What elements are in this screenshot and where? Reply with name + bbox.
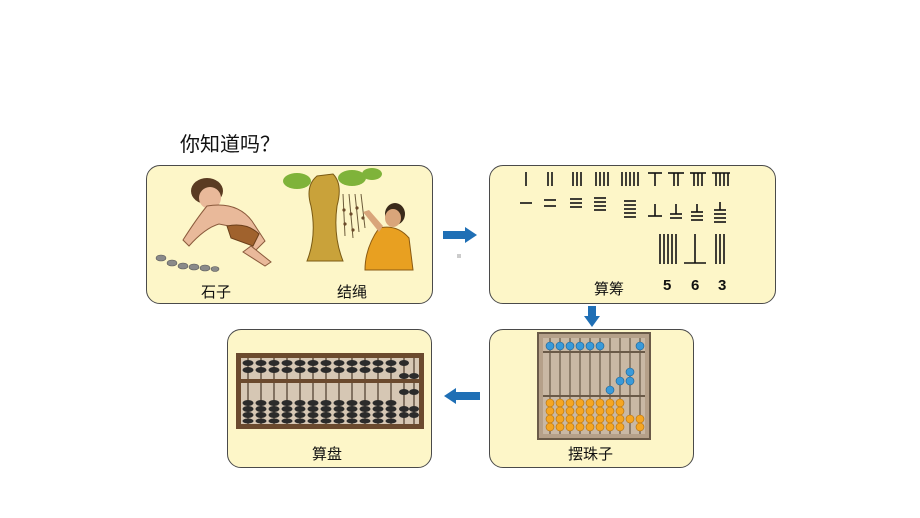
abacus-illustration <box>236 353 424 429</box>
label-rope: 结绳 <box>337 283 368 301</box>
digit-6: 6 <box>691 277 700 294</box>
digit-5: 5 <box>663 277 672 294</box>
arrow-right-icon <box>443 227 477 243</box>
label-stones: 石子 <box>201 283 232 301</box>
panel-counting-rods: 算筹 5 6 3 <box>489 165 776 304</box>
counting-rods-illustration <box>520 172 730 264</box>
panel-beads: 摆珠子 <box>489 329 694 468</box>
label-counting-rods: 算筹 <box>594 280 625 298</box>
dot-marker <box>457 254 461 258</box>
tree-with-ropes <box>283 168 382 262</box>
digit-3: 3 <box>718 277 727 294</box>
label-abacus: 算盘 <box>312 445 343 463</box>
question-title: 你知道吗？ <box>180 132 280 156</box>
panel-stones-rope: 石子 结绳 <box>146 165 433 304</box>
label-beads: 摆珠子 <box>568 445 614 463</box>
panel-abacus: 算盘 <box>227 329 432 468</box>
arrow-down-icon <box>584 306 600 327</box>
bead-board-illustration <box>537 332 651 440</box>
primitive-counting-illustration <box>155 168 414 272</box>
stones-row <box>155 254 220 272</box>
woman-figure <box>363 203 414 271</box>
caveman-figure <box>182 178 272 267</box>
arrow-left-icon <box>444 388 480 404</box>
